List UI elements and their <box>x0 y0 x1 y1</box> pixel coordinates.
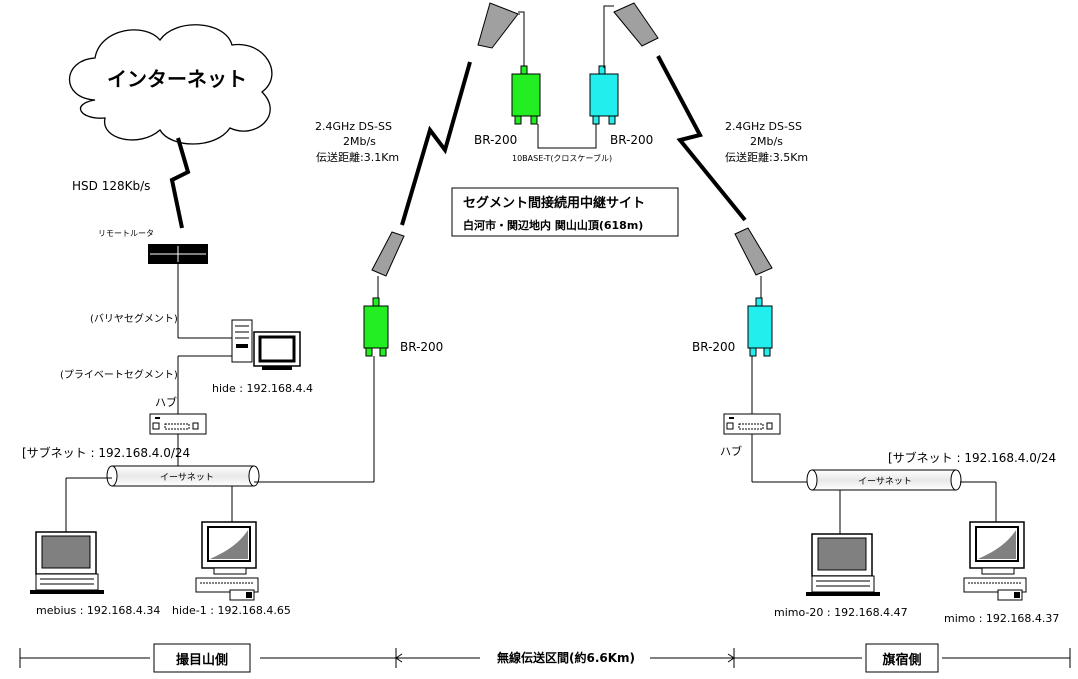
bottom-scale: 撮目山側 無線伝送区間(約6.6Km) 旗宿側 <box>19 643 1071 673</box>
right-side-label: 旗宿側 <box>882 652 921 668</box>
hub-left-label: ハブ <box>155 395 177 409</box>
hub-right-label: ハブ <box>720 444 742 458</box>
br-top-left-label: BR-200 <box>474 133 517 147</box>
cloud-label: インターネット <box>107 67 247 91</box>
left-radio-rate: 2Mb/s <box>343 135 376 148</box>
br-top-right-label: BR-200 <box>610 133 653 147</box>
relay-site-title: セグメント間接続用中継サイト <box>463 195 645 211</box>
right-radio-rate: 2Mb/s <box>750 135 783 148</box>
bridge-top-cyan <box>589 65 619 125</box>
bridge-top-green <box>511 65 541 125</box>
pc-hide-1 <box>195 521 259 601</box>
left-radio-distance: 伝送距離:3.1Km <box>316 150 399 164</box>
antenna-top-left <box>477 2 519 49</box>
wireless-section-label: 無線伝送区間(約6.6Km) <box>497 650 635 665</box>
crossover-label: 10BASE-T(クロスケーブル) <box>512 153 612 163</box>
lightning-right <box>656 55 747 222</box>
right-ethernet-label: イーサネット <box>858 476 912 487</box>
router-label: リモートルータ <box>98 229 154 238</box>
pc-mimo-label: mimo : 192.168.4.37 <box>944 612 1059 625</box>
left-side-label: 撮目山側 <box>176 652 228 668</box>
private-segment-label: (プライベートセグメント) <box>60 368 178 381</box>
right-subnet-label: [サブネット : 192.168.4.0/24 <box>888 450 1056 465</box>
hsd-label: HSD 128Kb/s <box>72 179 150 193</box>
br-left-label: BR-200 <box>400 340 443 354</box>
left-subnet-label: [サブネット : 192.168.4.0/24 <box>22 445 190 460</box>
server-hide <box>231 319 301 370</box>
pc-mebius <box>30 531 104 594</box>
bridge-left-green <box>363 297 389 357</box>
antenna-lower-left <box>371 231 405 277</box>
right-radio-band: 2.4GHz DS-SS <box>725 120 802 133</box>
hub-left <box>149 413 207 435</box>
pc-mimo-20-label: mimo-20 : 192.168.4.47 <box>774 606 908 619</box>
relay-site-box: セグメント間接続用中継サイト 白河市・関辺地内 関山山頂(618m) <box>451 187 679 237</box>
server-label: hide : 192.168.4.4 <box>212 382 313 395</box>
left-radio-band: 2.4GHz DS-SS <box>315 120 392 133</box>
bridge-right-cyan <box>747 297 773 357</box>
pc-mimo-20 <box>806 533 880 596</box>
internet-cloud: インターネット <box>68 24 273 145</box>
pc-mebius-label: mebius : 192.168.4.34 <box>36 604 160 617</box>
left-ethernet-label: イーサネット <box>160 472 214 483</box>
right-ethernet-cable <box>806 469 962 491</box>
barrier-segment-label: (バリヤセグメント) <box>90 312 178 325</box>
remote-router <box>148 244 208 264</box>
antenna-top-right <box>613 2 659 47</box>
hub-right <box>723 413 781 435</box>
left-ethernet-cable <box>106 465 260 487</box>
pc-hide-1-label: hide-1 : 192.168.4.65 <box>172 604 291 617</box>
hsd-lightning <box>169 137 191 229</box>
lightning-left <box>400 61 472 226</box>
pc-mimo <box>963 521 1027 601</box>
antenna-lower-right <box>734 227 773 276</box>
br-right-label: BR-200 <box>692 340 735 354</box>
right-radio-distance: 伝送距離:3.5Km <box>725 150 808 164</box>
relay-site-location: 白河市・関辺地内 関山山頂(618m) <box>463 218 643 232</box>
